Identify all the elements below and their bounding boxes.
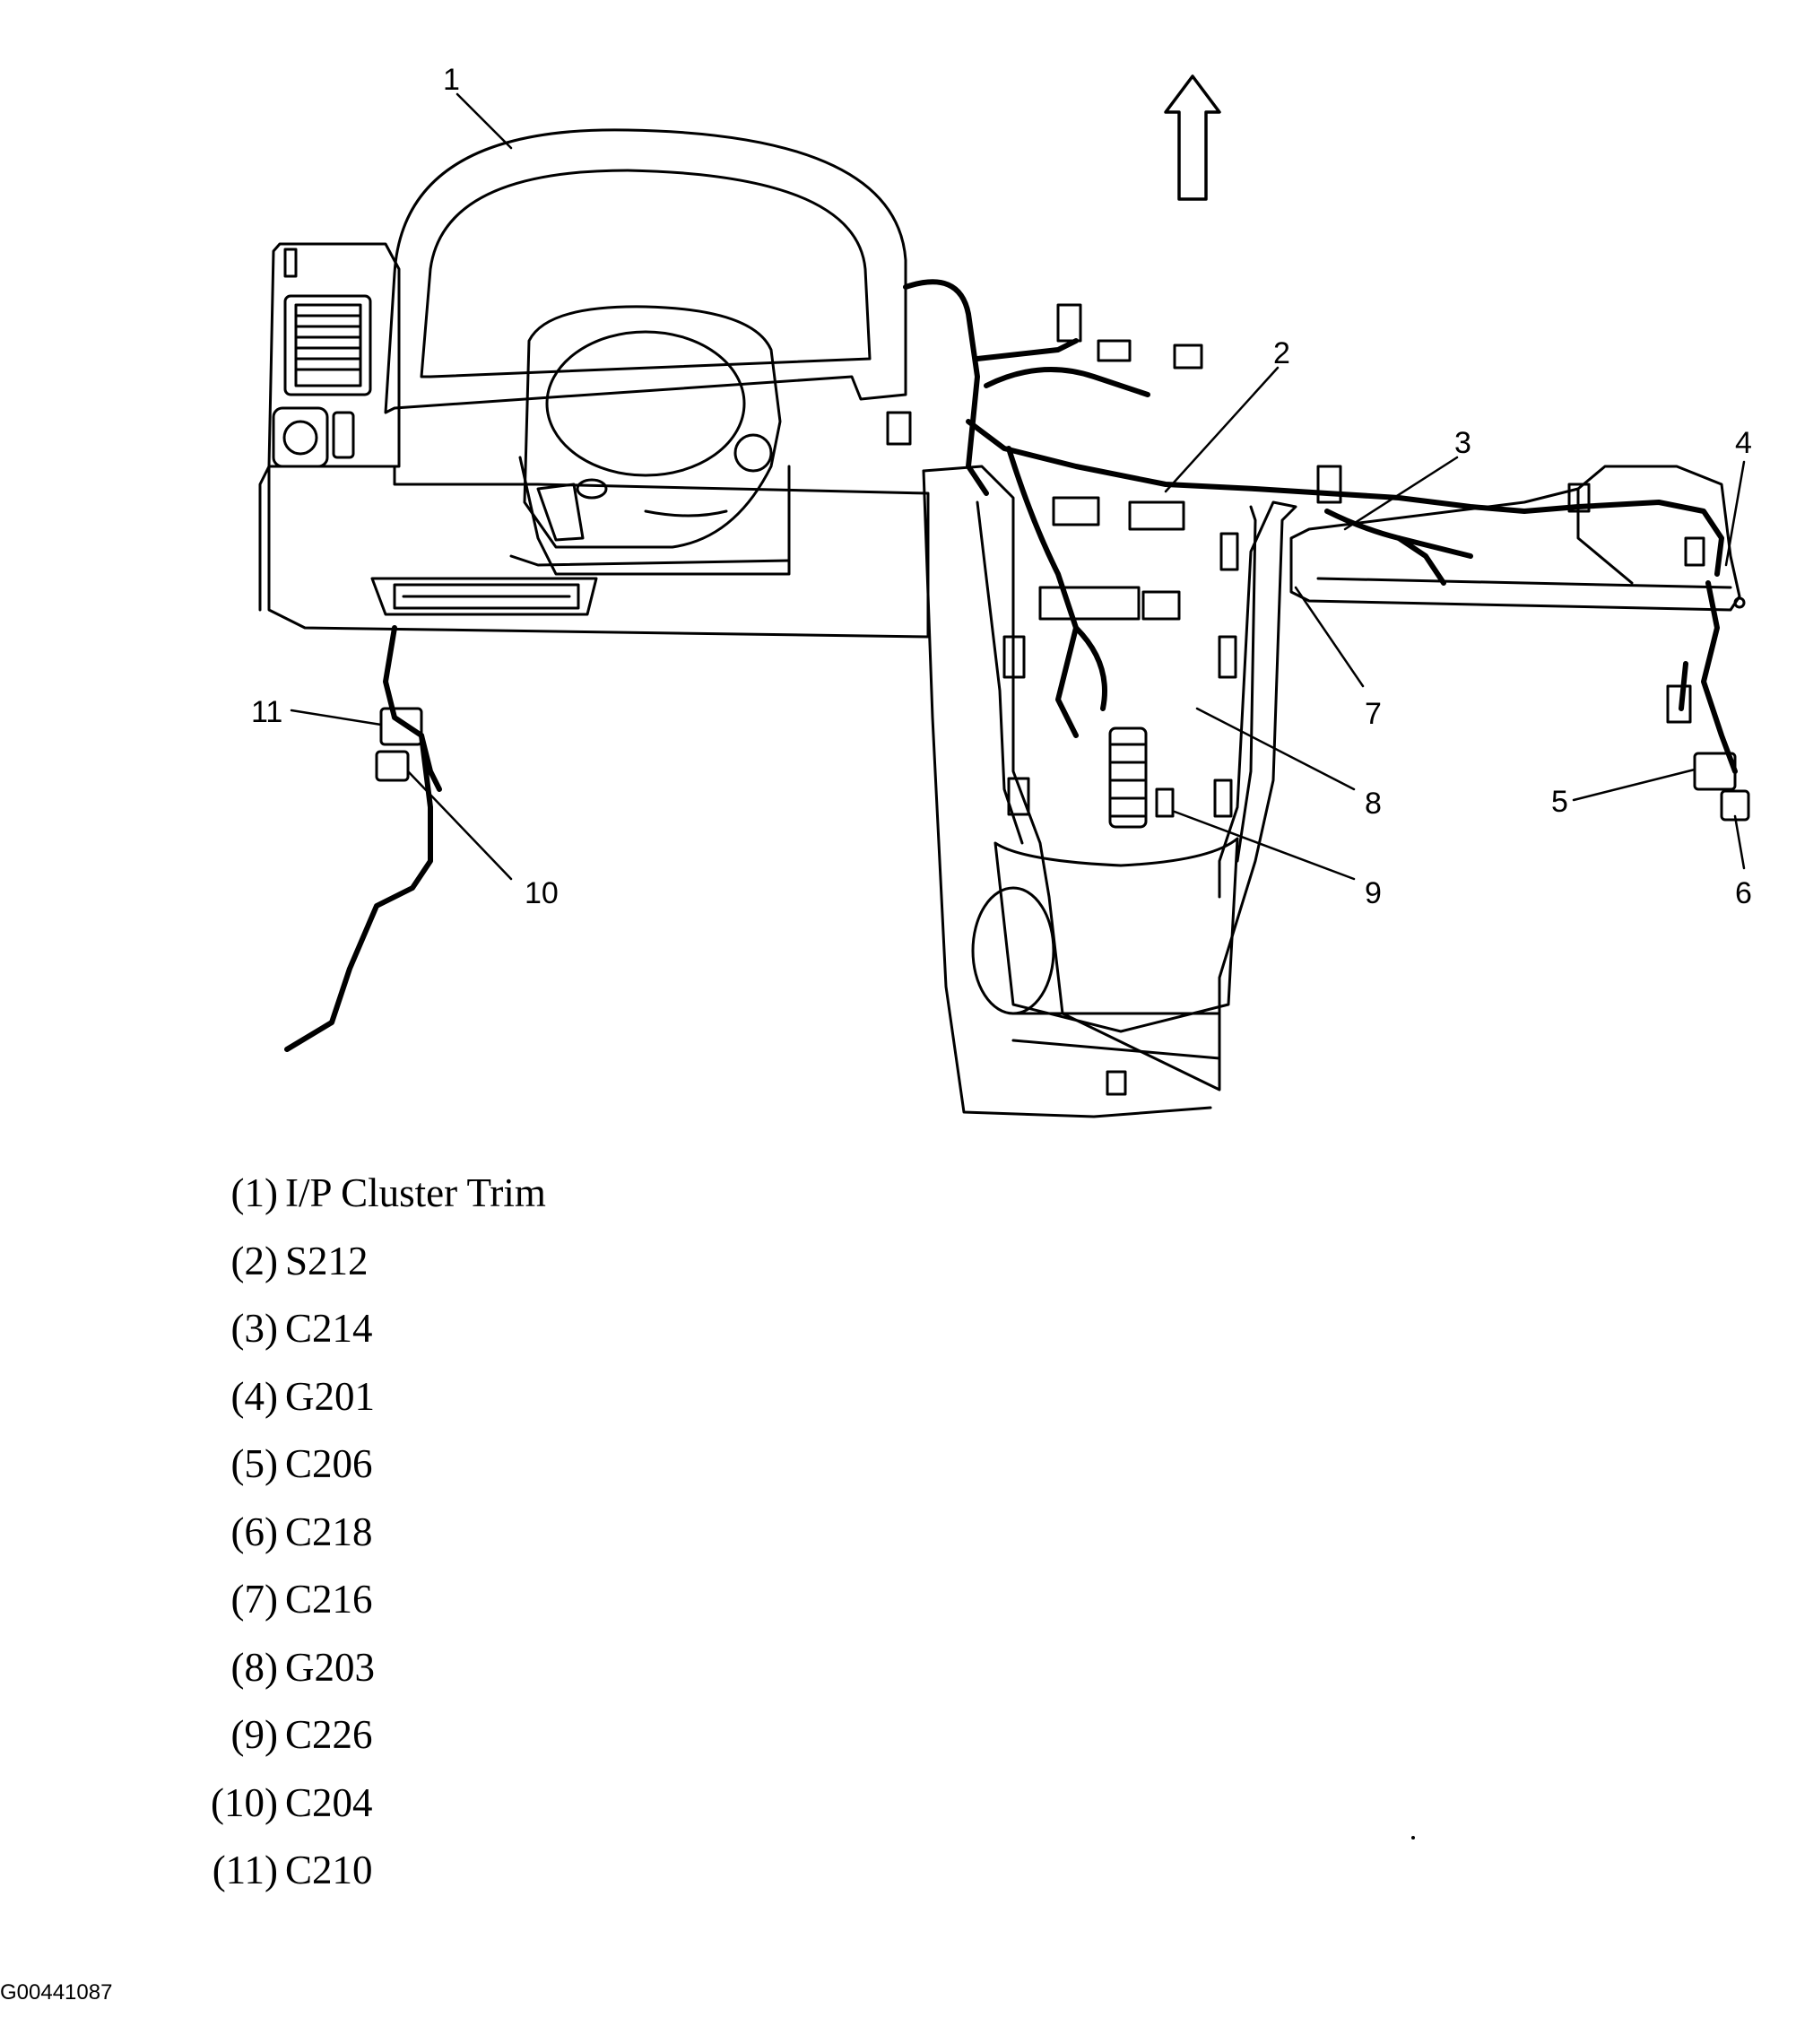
leader-line-4 [1724,460,1746,567]
legend-number: (2) [230,1238,278,1283]
ip-cluster-trim [384,128,907,414]
leader-line-11 [290,709,383,726]
wiring-harness [284,279,1738,1052]
legend-label: C206 [285,1441,373,1486]
legend-number: (10) [211,1779,278,1825]
legend-label: C204 [285,1779,373,1825]
legend-label: G203 [285,1644,375,1690]
callout-6: 6 [1735,876,1752,910]
steering-airbag [509,305,791,576]
callout-11: 11 [251,695,282,729]
figure-id: G00441087 [0,1980,113,2005]
legend-label: S212 [285,1238,369,1283]
callout-8: 8 [1365,787,1382,821]
legend-number: (7) [230,1577,278,1622]
legend-label: C216 [285,1577,373,1622]
callout-5: 5 [1551,785,1568,819]
left-dash-panel [258,242,930,639]
callout-9: 9 [1365,876,1382,910]
legend-number: (11) [212,1848,278,1892]
legend-label: C210 [285,1848,373,1892]
callout-1: 1 [443,63,460,97]
leader-line-7 [1294,586,1365,688]
leader-line-10 [406,770,513,881]
cross-car-beam [1289,465,1746,612]
leader-line-2 [1164,366,1280,493]
legend-number: (1) [230,1170,278,1215]
legend-label: C214 [285,1306,373,1351]
callout-labels: 1 2 3 4 5 6 7 8 9 10 11 [251,63,1752,910]
callout-10: 10 [525,876,559,910]
legend-number: (3) [230,1306,278,1351]
harness-connectors [375,303,1750,822]
callout-7: 7 [1365,697,1382,731]
leader-line-9 [1173,810,1356,881]
up-arrow-icon [1164,74,1221,201]
legend-number: (4) [230,1373,278,1419]
center-stack [922,465,1297,1118]
legend-number: (6) [230,1509,278,1554]
legend-label: G201 [285,1373,375,1419]
callout-4: 4 [1735,426,1752,460]
legend-number: (8) [230,1644,278,1690]
instrument-panel-diagram: 1 2 3 4 5 6 7 8 9 10 11 [251,63,1752,1118]
legend-label: C218 [285,1509,373,1554]
legend-number: (5) [230,1441,278,1486]
callout-3: 3 [1454,426,1471,460]
leader-line-6 [1733,814,1746,870]
legend-number: (9) [230,1712,278,1757]
leader-line-3 [1343,456,1459,531]
stray-dot [1411,1836,1415,1840]
legend-label: I/P Cluster Trim [285,1170,546,1215]
legend-label: C226 [285,1712,373,1757]
callout-2: 2 [1273,336,1290,370]
leader-lines [290,92,1746,881]
leader-line-1 [456,92,513,150]
leader-line-8 [1195,707,1356,791]
leader-line-5 [1572,768,1696,802]
